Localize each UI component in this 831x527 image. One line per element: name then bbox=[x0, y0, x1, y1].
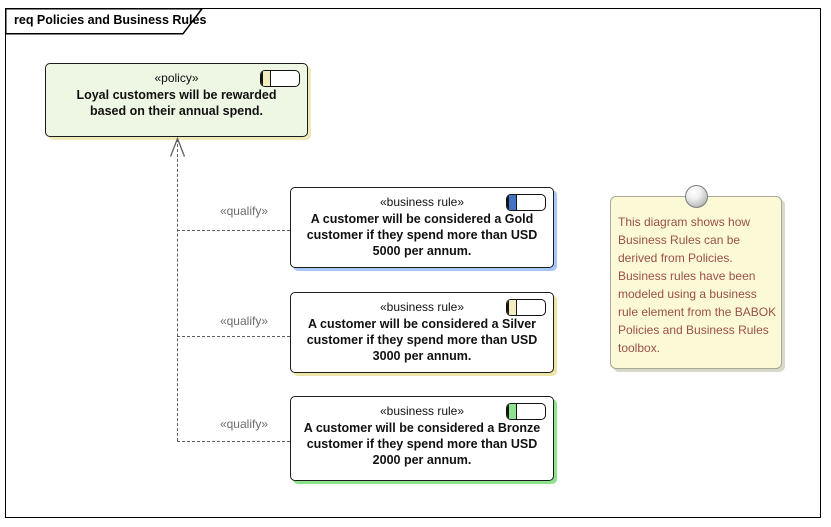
business-rule-stereotype: «business rule» bbox=[379, 195, 465, 209]
policy-name: Loyal customers will be rewarded based o… bbox=[76, 88, 277, 118]
qualify-label: «qualify» bbox=[219, 417, 268, 431]
business-rule-element-gold[interactable]: «business rule» A customer will be consi… bbox=[290, 187, 554, 268]
open-arrowhead-icon bbox=[169, 137, 186, 157]
policy-stereotype: «policy» bbox=[154, 71, 199, 85]
business-rule-name: A customer will be considered a Silver c… bbox=[306, 317, 538, 363]
frame-title: req Policies and Business Rules bbox=[14, 13, 207, 27]
policy-toggle-icon bbox=[260, 70, 300, 87]
qualify-connector-trunk bbox=[177, 139, 178, 441]
policy-element[interactable]: «policy» Loyal customers will be rewarde… bbox=[45, 63, 308, 137]
qualify-connector-branch bbox=[177, 336, 290, 337]
business-rule-stereotype: «business rule» bbox=[379, 404, 465, 418]
qualify-label: «qualify» bbox=[219, 204, 268, 218]
diagram-frame-border bbox=[5, 8, 821, 518]
pin-icon bbox=[685, 185, 708, 208]
business-rule-name: A customer will be considered a Gold cus… bbox=[306, 212, 538, 258]
note-element[interactable]: This diagram shows how Business Rules ca… bbox=[610, 185, 782, 369]
business-rule-stereotype: «business rule» bbox=[379, 300, 465, 314]
business-rule-toggle-icon bbox=[506, 403, 546, 420]
frame-tab bbox=[5, 8, 204, 35]
business-rule-element-silver[interactable]: «business rule» A customer will be consi… bbox=[290, 292, 554, 373]
note-text: This diagram shows how Business Rules ca… bbox=[618, 215, 777, 355]
business-rule-toggle-icon bbox=[506, 194, 546, 211]
business-rule-toggle-icon bbox=[506, 299, 546, 316]
qualify-connector-branch bbox=[177, 441, 290, 442]
business-rule-name: A customer will be considered a Bronze c… bbox=[303, 421, 541, 467]
qualify-label: «qualify» bbox=[219, 314, 268, 328]
qualify-connector-branch bbox=[177, 230, 290, 231]
business-rule-element-bronze[interactable]: «business rule» A customer will be consi… bbox=[290, 396, 554, 481]
